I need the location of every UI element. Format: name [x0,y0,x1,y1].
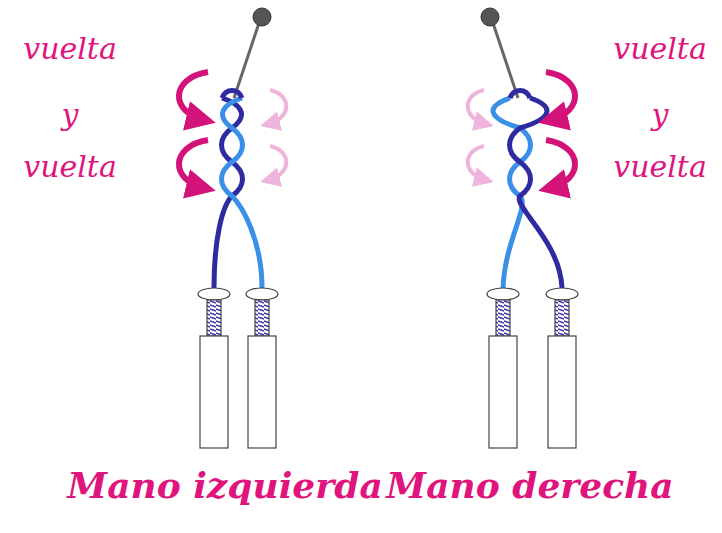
side-word: vuelta [23,150,117,183]
side-word: y [62,98,79,131]
side-word: vuelta [23,32,117,65]
side-word: vuelta [613,32,707,65]
side-word: y [652,98,669,131]
right-hand-group [468,8,578,448]
side-word: vuelta [613,150,707,183]
hand-caption: Mano derecha [386,466,673,506]
hand-caption: Mano izquierda [67,466,382,506]
left-hand-group [179,8,286,448]
